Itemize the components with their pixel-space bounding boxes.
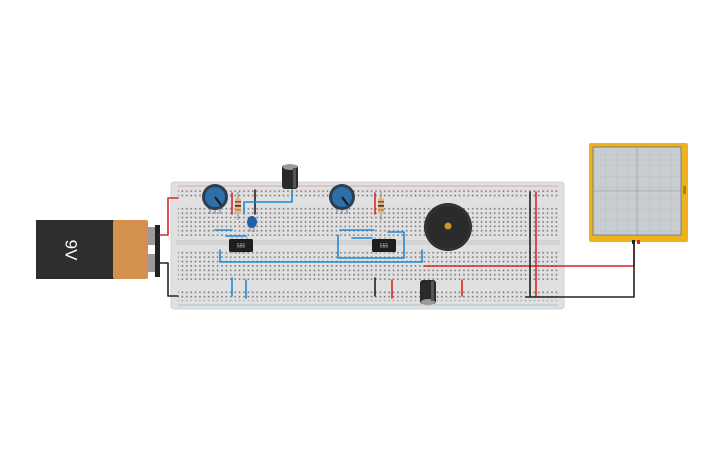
wire-red-battery bbox=[159, 197, 179, 236]
chip-1-label: 555 bbox=[237, 244, 246, 250]
wire-blue-c bbox=[219, 249, 423, 263]
resistor-1[interactable] bbox=[235, 192, 241, 220]
oscilloscope-probe-black[interactable] bbox=[632, 240, 635, 244]
wire-black-scope bbox=[525, 241, 635, 298]
top-power-rail bbox=[178, 188, 558, 198]
buzzer-center bbox=[444, 222, 452, 230]
terminal-strip-upper bbox=[178, 206, 558, 236]
resistor-2[interactable] bbox=[378, 192, 384, 220]
chip-2-label: 555 bbox=[380, 244, 389, 250]
battery-label: 9V bbox=[62, 240, 81, 261]
potentiometer-1[interactable] bbox=[202, 184, 228, 214]
battery-9v[interactable]: 9V bbox=[36, 220, 160, 279]
wire-blue-g bbox=[337, 231, 405, 259]
oscilloscope-probe-red[interactable] bbox=[637, 240, 640, 244]
wire-black-battery bbox=[159, 262, 179, 297]
ceramic-capacitor[interactable] bbox=[247, 216, 257, 232]
bottom-power-rail bbox=[178, 289, 558, 301]
timer-chip-2[interactable]: 555 bbox=[372, 237, 396, 254]
wires bbox=[159, 189, 635, 299]
electrolytic-capacitor-1[interactable] bbox=[282, 164, 298, 189]
terminal-strip-lower bbox=[178, 250, 558, 280]
electrolytic-capacitor-2[interactable] bbox=[420, 280, 436, 305]
timer-chip-1[interactable]: 555 bbox=[229, 237, 253, 254]
battery-terminal-positive[interactable] bbox=[147, 227, 155, 245]
potentiometer-2[interactable] bbox=[329, 184, 355, 214]
battery-terminal-negative[interactable] bbox=[147, 254, 155, 272]
oscilloscope[interactable] bbox=[589, 143, 688, 244]
wire-blue-cap1 bbox=[243, 189, 293, 215]
piezo-buzzer[interactable] bbox=[424, 203, 472, 251]
